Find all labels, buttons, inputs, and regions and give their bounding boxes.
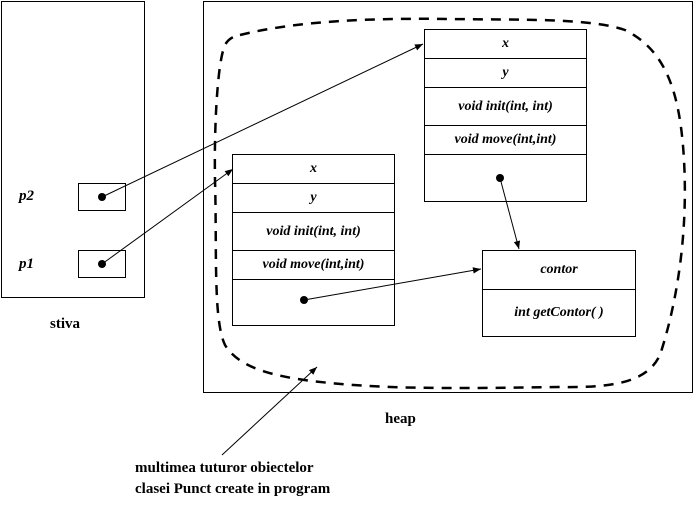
object-field-x: x (233, 155, 394, 184)
object-method-init: void init(int, int) (425, 88, 586, 126)
object-method-init: void init(int, int) (233, 213, 394, 251)
annotation-caption: multimea tuturor obiectelor clasei Punct… (135, 458, 330, 500)
static-method-getcontor: int getContor( ) (514, 305, 604, 320)
object-field-y: y (233, 184, 394, 213)
annotation-line-1: multimea tuturor obiectelor (135, 460, 314, 476)
stack-var-label-p1: p1 (19, 256, 34, 272)
object-field-x: x (425, 30, 586, 59)
static-field-contor: contor (483, 251, 635, 290)
stack-var-label-p2: p2 (19, 188, 34, 204)
static-members-block: contor int getContor( ) (482, 250, 636, 337)
object-method-move: void move(int,int) (425, 126, 586, 155)
heap-label: heap (385, 411, 416, 427)
punct-object-2: x y void init(int, int) void move(int,in… (424, 29, 587, 202)
object-static-ref-slot (233, 280, 394, 326)
stack-label: stiva (50, 316, 80, 332)
object-method-move: void move(int,int) (233, 251, 394, 280)
stack-var-slot-p1 (78, 250, 126, 278)
annotation-line-2: clasei Punct create in program (135, 481, 331, 497)
stack-var-slot-p2 (78, 183, 126, 211)
punct-object-1: x y void init(int, int) void move(int,in… (232, 154, 395, 326)
object-field-y: y (425, 59, 586, 88)
object-static-ref-slot (425, 155, 586, 202)
